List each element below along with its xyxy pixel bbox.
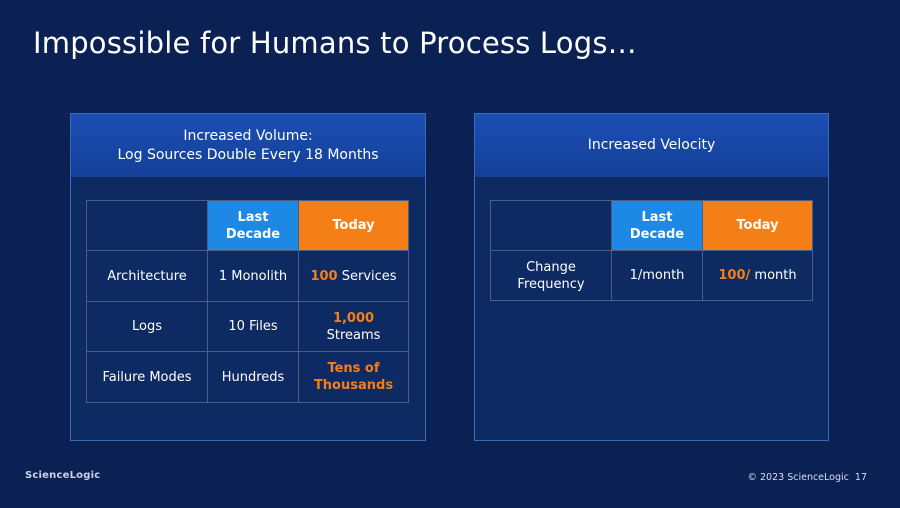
- last-decade-value: Hundreds: [207, 351, 299, 403]
- today-highlight: Tens of Thousands: [313, 361, 394, 393]
- page-number: 17: [854, 472, 867, 483]
- row-label: Failure Modes: [86, 351, 208, 403]
- corner-cell: [86, 200, 208, 251]
- today-value: 100 Services: [298, 250, 409, 302]
- today-highlight: 100/: [718, 268, 751, 283]
- footer-copyright: © 2023 ScienceLogic 17: [747, 472, 867, 483]
- today-highlight: 1,000: [332, 310, 375, 326]
- today-value: 100/ month: [702, 250, 813, 301]
- today-header: Today: [702, 200, 813, 251]
- today-highlight: 100: [310, 268, 338, 284]
- today-rest: month: [750, 268, 797, 283]
- volume-table: Last Decade Today Architecture 1 Monolit…: [86, 200, 409, 403]
- row-label: Architecture: [86, 250, 208, 302]
- volume-panel-header: Increased Volume: Log Sources Double Eve…: [71, 114, 425, 177]
- row-label: Logs: [86, 301, 208, 352]
- velocity-table: Last Decade Today Change Frequency 1/mon…: [490, 200, 813, 301]
- today-header: Today: [298, 200, 409, 251]
- today-rest: Streams: [326, 327, 381, 343]
- sciencelogic-logo: ScienceLogic: [25, 470, 101, 481]
- velocity-panel-header: Increased Velocity: [475, 114, 828, 177]
- last-decade-header: Last Decade: [611, 200, 703, 251]
- last-decade-value: 1 Monolith: [207, 250, 299, 302]
- copyright-text: © 2023 ScienceLogic: [747, 472, 849, 483]
- last-decade-header: Last Decade: [207, 200, 299, 251]
- row-label: Change Frequency: [490, 250, 612, 301]
- slide-title: Impossible for Humans to Process Logs…: [33, 26, 637, 60]
- today-value: Tens of Thousands: [298, 351, 409, 403]
- corner-cell: [490, 200, 612, 251]
- last-decade-value: 10 Files: [207, 301, 299, 352]
- last-decade-value: 1/month: [611, 250, 703, 301]
- today-rest: Services: [337, 268, 397, 284]
